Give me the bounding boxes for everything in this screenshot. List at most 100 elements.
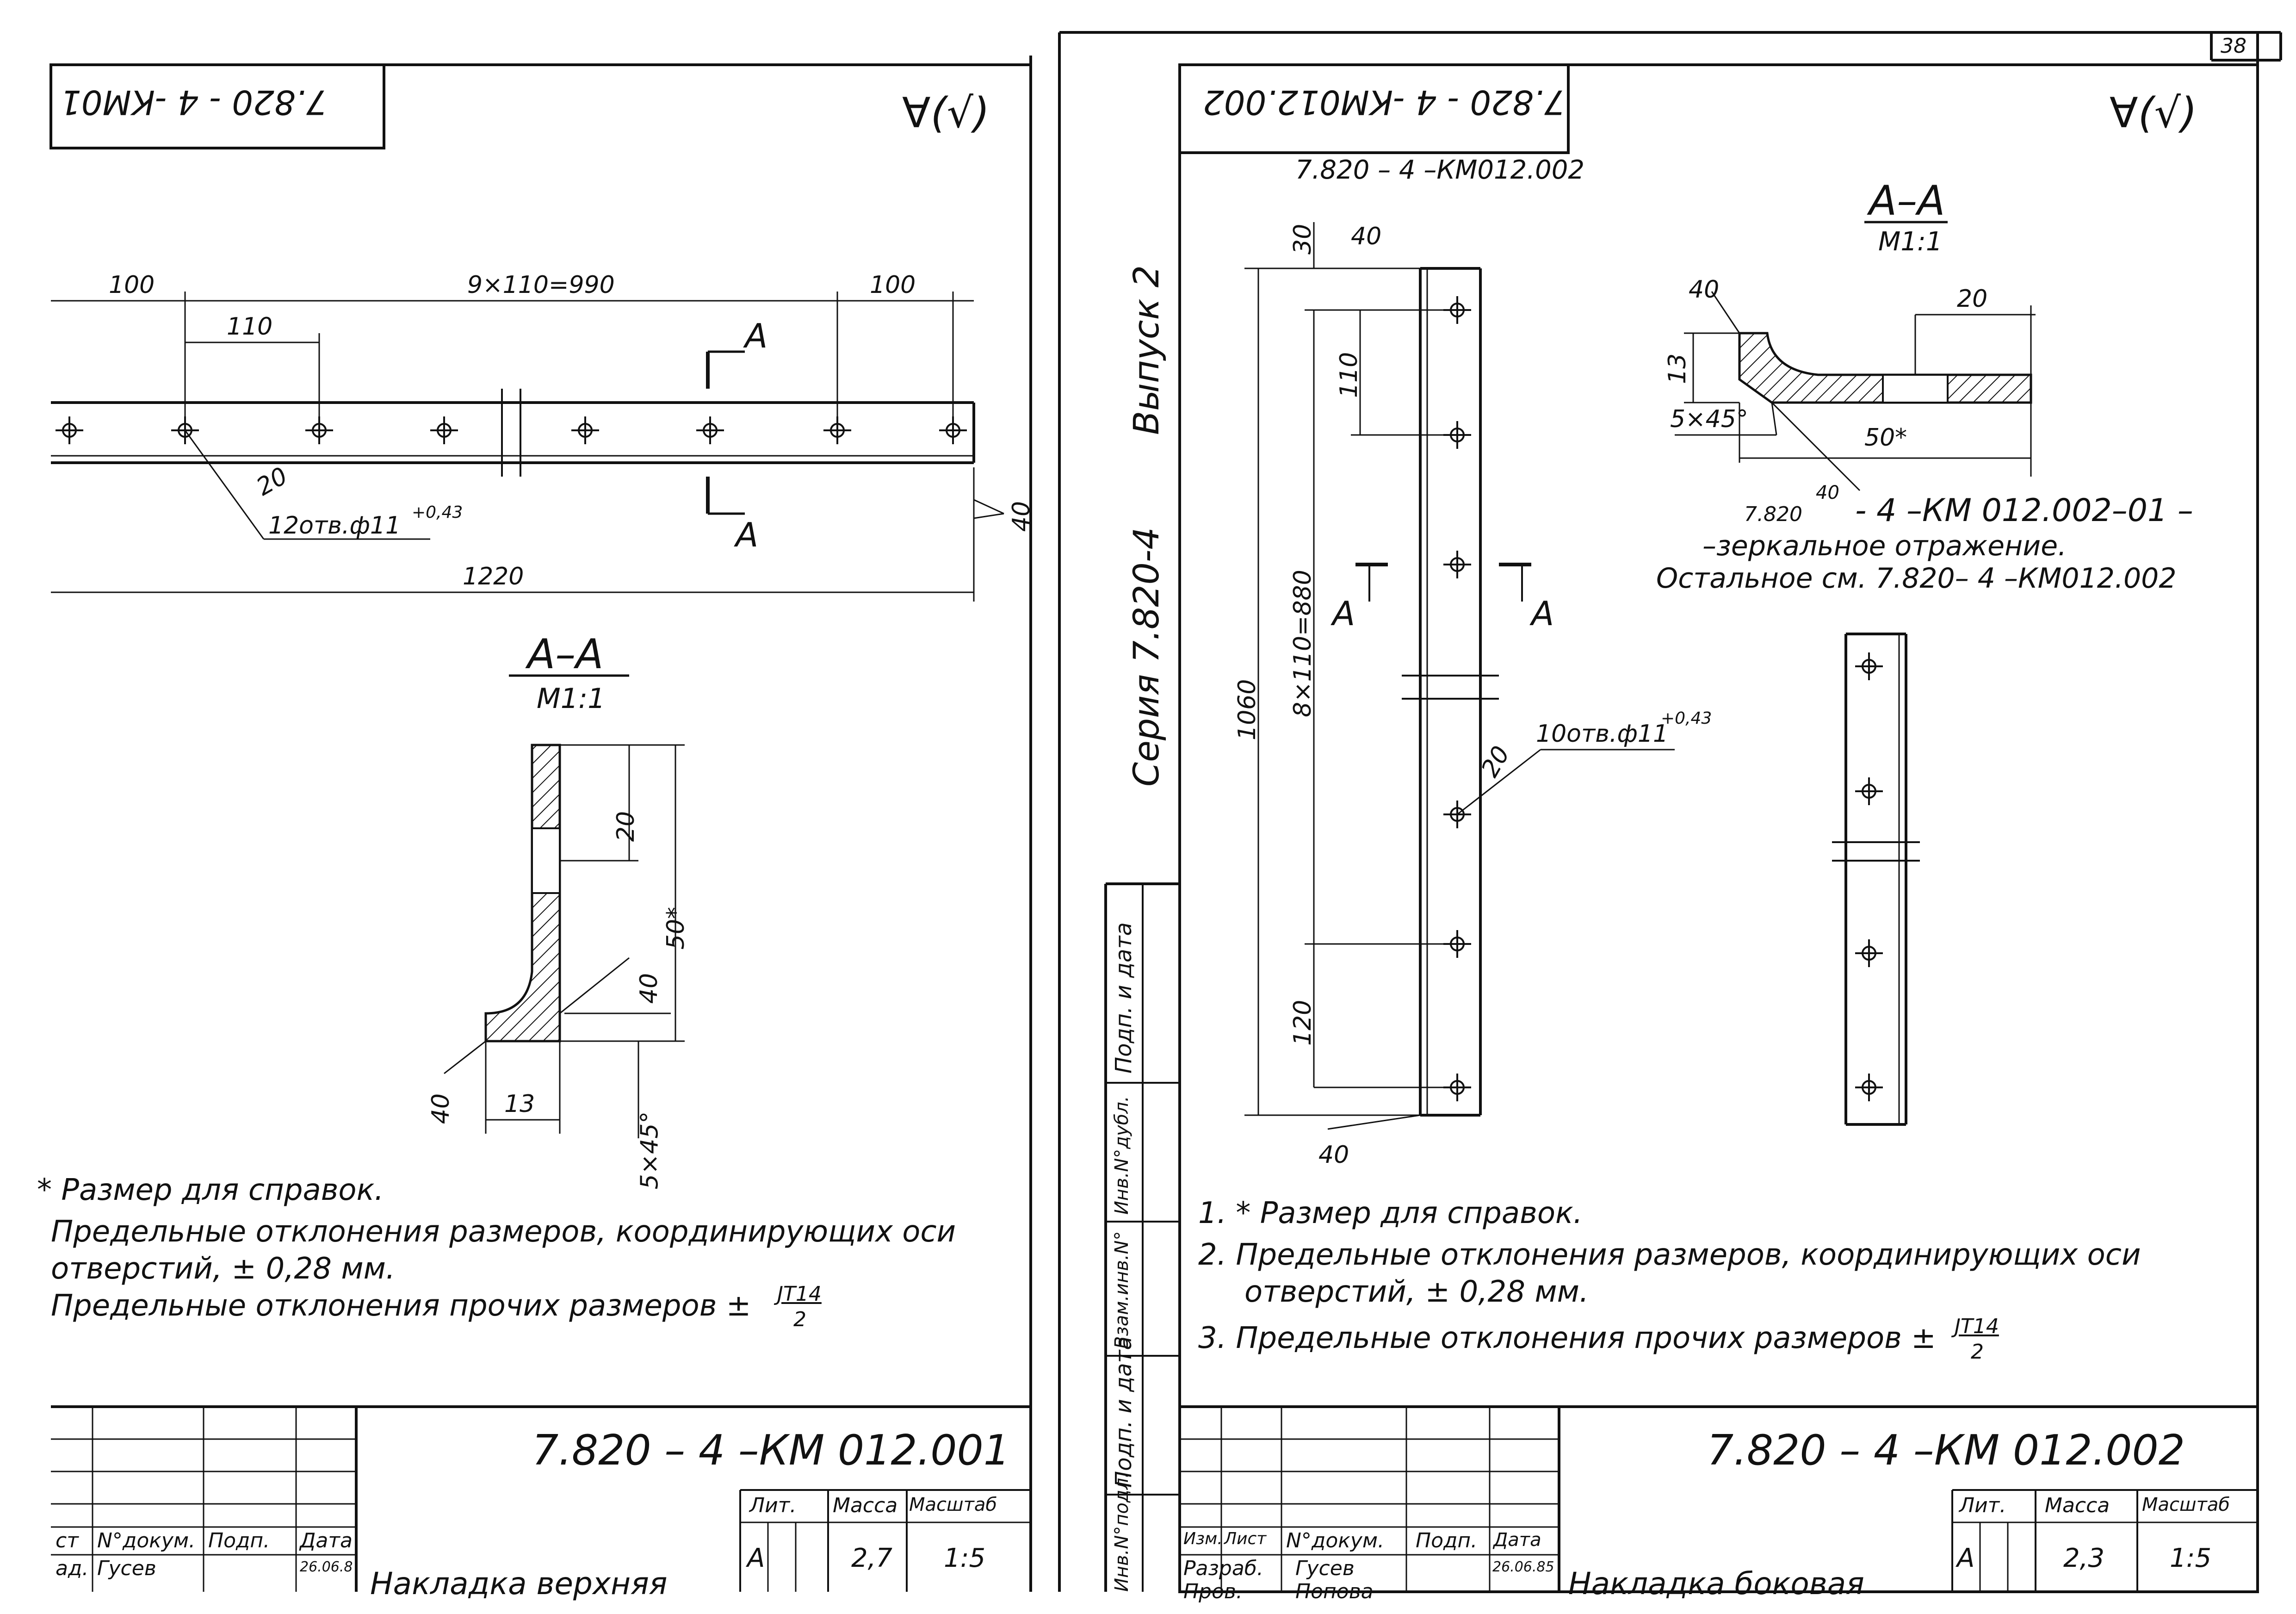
- right-note-2b: отверстий, ± 0,28 мм.: [1244, 1275, 1589, 1309]
- right-section-dim-40b: 40: [1816, 482, 1839, 503]
- right-tb-hdr-date: Дата: [1493, 1529, 1541, 1551]
- right-tb-scale: 1:5: [2170, 1543, 2212, 1573]
- left-tb-row-role: ад.: [56, 1557, 89, 1580]
- right-tb-mass: 2,3: [2063, 1543, 2105, 1573]
- left-section-dim-5x45: 5×45°: [636, 1111, 664, 1190]
- right-note-2a: 2. Предельные отклонения размеров, коорд…: [1198, 1238, 2141, 1272]
- left-holes-tolerance: +0,43: [412, 503, 463, 522]
- right-dim-110: 110: [1335, 352, 1363, 398]
- left-section-mark-top: А: [745, 317, 768, 355]
- right-tb-scale-label: Масштаб: [2142, 1494, 2230, 1515]
- left-section-title: А–А: [527, 630, 604, 678]
- left-note-line4: Предельные отклонения прочих размеров ±: [51, 1289, 751, 1323]
- mirror-note-code: 7.820: [1744, 503, 1802, 526]
- left-dim-1220: 1220: [463, 563, 524, 590]
- right-tb-name: Накладка боковая: [1568, 1566, 1864, 1602]
- left-title-designation: 7.820 – 4 –КМ 012.001: [532, 1426, 1010, 1475]
- left-tb-hdr-podp: Подп.: [208, 1529, 270, 1552]
- side-stamp-podp-1: Подп. и дата: [1111, 922, 1137, 1074]
- side-stamp-podp-2: Подп. и дата: [1111, 1336, 1137, 1488]
- right-note-frac-num: JT14: [1955, 1315, 1999, 1338]
- right-section-dim-50: 50*: [1864, 424, 1907, 452]
- right-tb-row2-name: Попова: [1295, 1580, 1374, 1603]
- right-tb-lit-label: Лит.: [1959, 1494, 2006, 1517]
- left-tb-hdr-doc: N°докум.: [97, 1529, 196, 1552]
- right-tb-row1-date: 26.06.85: [1492, 1559, 1554, 1575]
- right-tb-hdr-doc: N°докум.: [1286, 1529, 1385, 1552]
- right-roughness-symbol: ∀(√): [2110, 89, 2197, 137]
- right-title-designation: 7.820 – 4 –КМ 012.002: [1707, 1426, 2185, 1475]
- right-section-mark-left: А: [1332, 594, 1355, 633]
- left-tb-mass: 2,7: [851, 1543, 893, 1573]
- left-stamp-mirrored: 7.820 - 4 -КМ01: [60, 83, 328, 122]
- left-dim-100-right: 100: [870, 271, 916, 299]
- right-section-dim-13: 13: [1664, 353, 1691, 384]
- series-label: Серия 7.820-4: [1126, 527, 1167, 787]
- left-note-frac-num: JT14: [777, 1282, 822, 1306]
- right-stamp-mirrored: 7.820 - 4 -КМ012.002: [1203, 83, 1566, 122]
- mirror-note-line2: –зеркальное отражение.: [1702, 530, 2067, 562]
- side-stamp-vzam: Взам.инв.N°: [1111, 1231, 1133, 1349]
- right-tb-row1-name: Гусев: [1295, 1557, 1355, 1580]
- right-dim-1060: 1060: [1233, 679, 1261, 740]
- left-tb-lit-label: Лит.: [749, 1494, 797, 1517]
- mirror-note-line3: Остальное см. 7.820– 4 –КМ012.002: [1656, 562, 2177, 595]
- left-dim-110: 110: [227, 313, 273, 341]
- left-section-dim-40: 40: [427, 1093, 455, 1124]
- mirror-note-line1: - 4 –КМ 012.002–01 –: [1855, 492, 2193, 529]
- left-tb-lit: А: [747, 1543, 765, 1573]
- right-section-dim-5x45: 5×45°: [1670, 405, 1748, 433]
- right-dim-8x110: 8×110=880: [1289, 570, 1317, 717]
- left-note-line3: отверстий, ± 0,28 мм.: [51, 1252, 396, 1286]
- right-dim-120: 120: [1289, 999, 1317, 1046]
- left-section-scale: М1:1: [537, 683, 606, 715]
- left-section-dim-50: 50*: [662, 906, 690, 950]
- left-tb-mass-label: Масса: [833, 1494, 898, 1517]
- left-tb-name: Накладка верхняя: [370, 1566, 668, 1602]
- right-note-1: 1. * Размер для справок.: [1198, 1196, 1583, 1230]
- right-dim-30: 30: [1289, 223, 1317, 255]
- left-holes-label: 12отв.ф11: [268, 512, 401, 540]
- left-dim-9x110: 9×110=990: [467, 271, 615, 299]
- right-dim-40-top: 40: [1351, 223, 1382, 250]
- left-dim-40-weld: 40: [1008, 501, 1036, 532]
- right-tb-row1-role: Разраб.: [1183, 1557, 1263, 1580]
- left-tb-scale-label: Масштаб: [909, 1494, 997, 1515]
- left-section-dim-13: 13: [504, 1090, 535, 1118]
- right-holes-label: 10отв.ф11: [1536, 720, 1669, 748]
- left-section-dim-40w: 40: [635, 973, 663, 1004]
- right-section-title: А–А: [1869, 177, 1945, 224]
- right-tb-hdr-podp: Подп.: [1416, 1529, 1478, 1552]
- right-tb-hdr-list: Лист: [1224, 1529, 1267, 1548]
- left-tb-row-name: Гусев: [97, 1557, 156, 1580]
- left-tb-scale: 1:5: [944, 1543, 986, 1573]
- side-stamp-inv-podl: Инв.N°подл.: [1111, 1472, 1133, 1592]
- right-tb-lit: А: [1957, 1543, 1975, 1573]
- right-section-scale: М1:1: [1878, 227, 1943, 257]
- right-tb-mass-label: Масса: [2045, 1494, 2110, 1517]
- page-number: 38: [2221, 34, 2246, 58]
- right-section-dim-40: 40: [1689, 276, 1720, 304]
- left-note-ref: * Размер для справок.: [37, 1173, 384, 1207]
- right-tb-hdr-izm: Изм.: [1183, 1529, 1223, 1548]
- right-note-frac-den: 2: [1971, 1340, 1984, 1364]
- side-stamp-inv-dubl: Инв.N°дубл.: [1111, 1096, 1133, 1215]
- left-roughness-symbol: ∀(√): [902, 89, 990, 137]
- right-stamp-below: 7.820 – 4 –КМ012.002: [1295, 155, 1584, 185]
- issue-label: Выпуск 2: [1126, 265, 1167, 435]
- right-section-mark-right: А: [1531, 594, 1554, 633]
- left-tb-row-date: 26.06.8: [300, 1559, 353, 1575]
- left-section-mark-bottom: А: [736, 515, 759, 554]
- right-holes-tolerance: +0,43: [1661, 709, 1712, 728]
- left-note-line2: Предельные отклонения размеров, координи…: [51, 1215, 956, 1249]
- left-dim-100-left: 100: [109, 271, 155, 299]
- right-section-dim-20: 20: [1957, 285, 1988, 313]
- right-tb-row2-role: Пров.: [1183, 1580, 1243, 1603]
- left-tb-hdr-date: Дата: [300, 1529, 353, 1552]
- right-note-3: 3. Предельные отклонения прочих размеров…: [1198, 1321, 1936, 1355]
- left-tb-hdr-izm: ст: [56, 1529, 79, 1552]
- left-note-frac-den: 2: [793, 1308, 806, 1331]
- left-section-dim-20: 20: [612, 811, 640, 842]
- right-dim-40-bottom: 40: [1318, 1141, 1349, 1169]
